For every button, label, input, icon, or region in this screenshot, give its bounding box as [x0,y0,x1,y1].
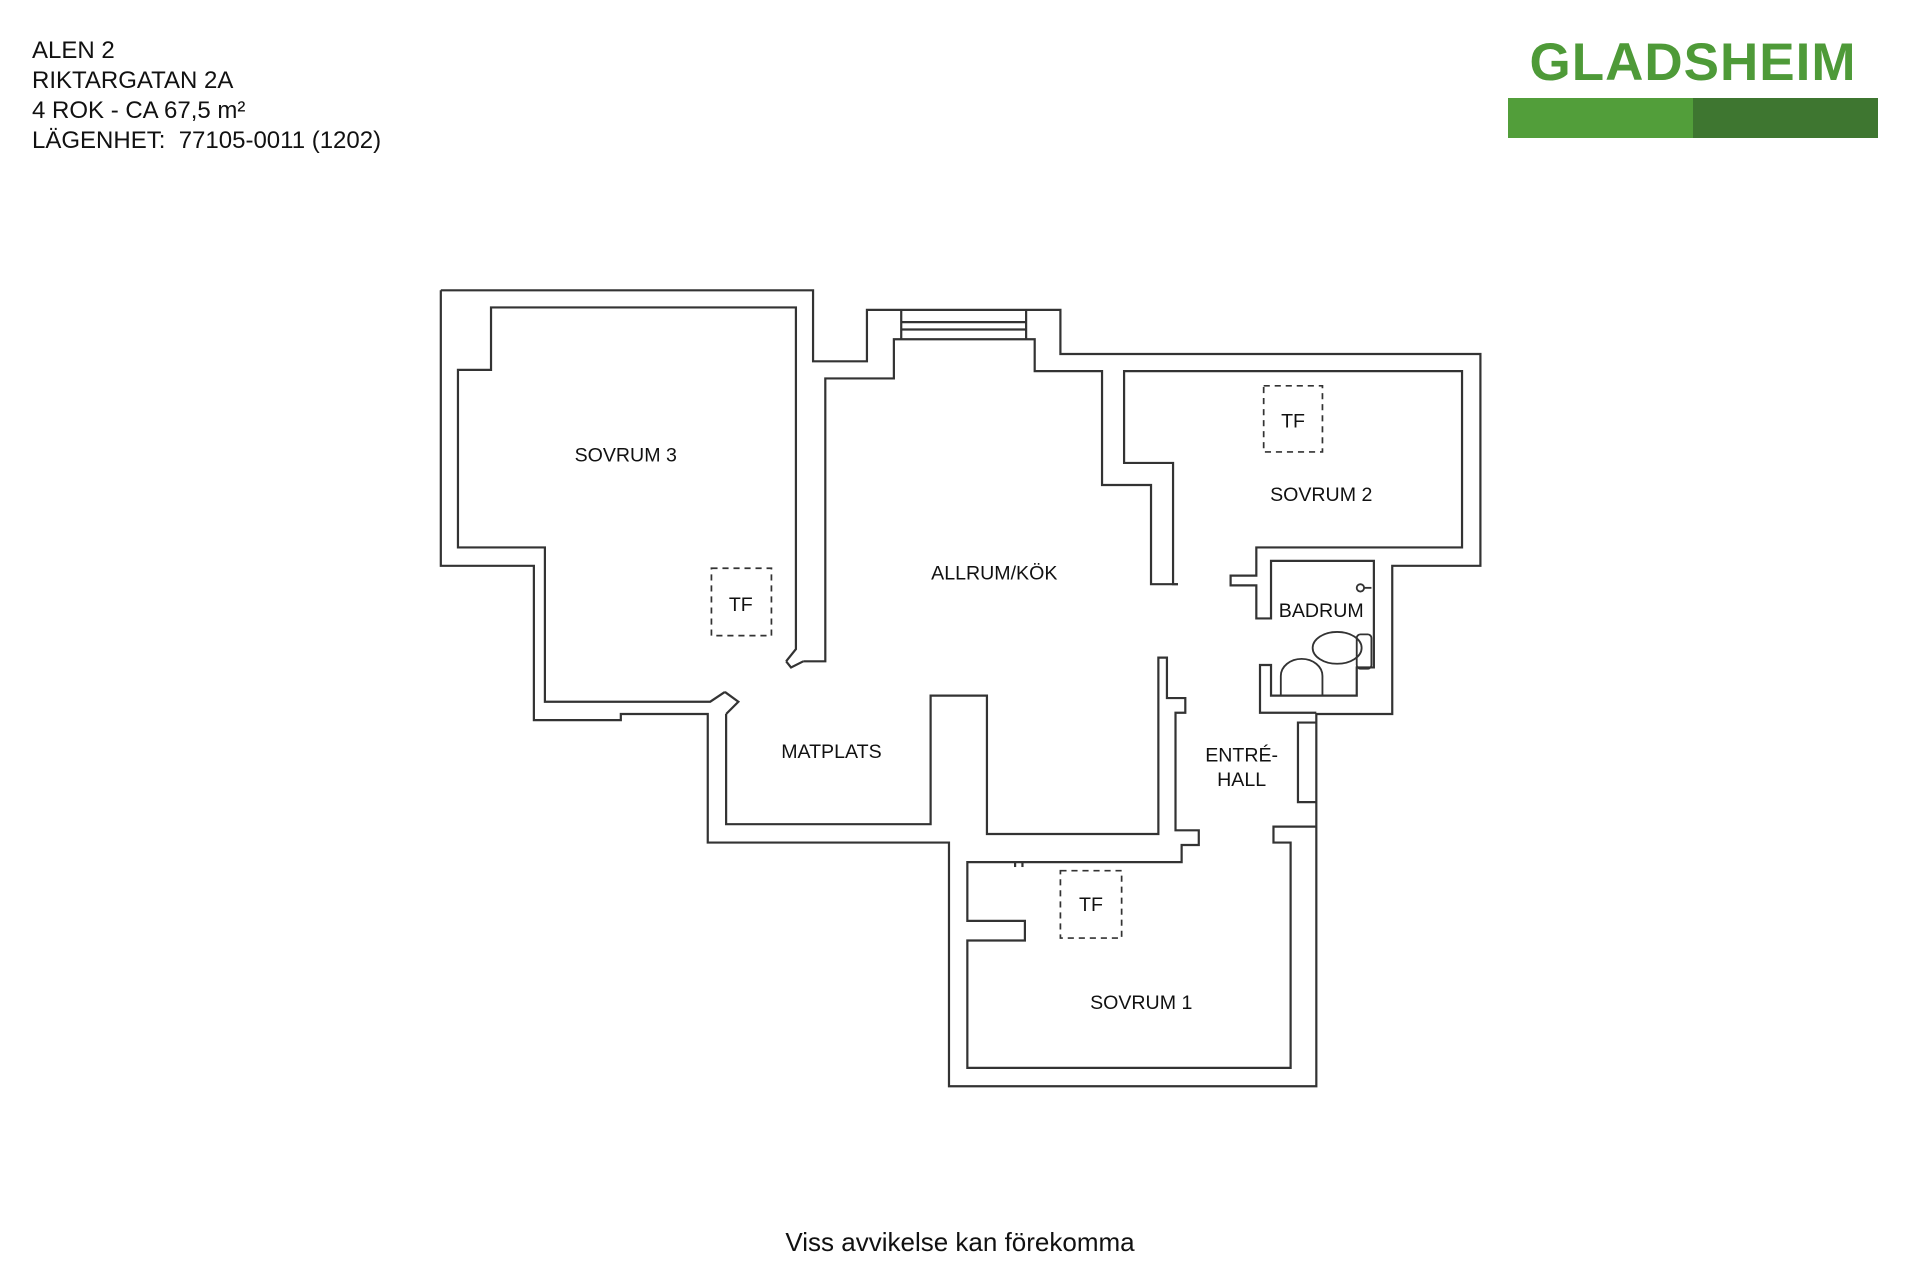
tf-box-sovrum3 [710,567,773,637]
logo-bar [1508,98,1878,138]
door-jamb [785,660,804,669]
room-label-entre: ENTRÉ- [1205,744,1278,767]
bathroom-fixtures [1279,583,1373,696]
apartment-number: LÄGENHET: 77105-0011 (1202) [32,127,382,154]
outer-wall [439,289,1482,1088]
logo-text: GLADSHEIM [1529,33,1857,92]
door-jamb [724,691,741,715]
sovrum2-inner-wall [1122,370,1464,714]
room-label-sovrum1: SOVRUM 1 [1090,992,1192,1014]
tf-boxes [710,384,1324,939]
entre-wall [1296,721,1317,804]
walls [439,289,1482,1088]
shower-icon [1355,583,1366,593]
apartment-info: ALEN 2 RIKTARGATAN 2A 4 ROK - CA 67,5 m²… [32,36,381,156]
room-label-sovrum2: SOVRUM 2 [1270,484,1372,506]
property-name: ALEN 2 [32,37,115,64]
tf-label: TF [1281,410,1305,432]
apartment-size: 4 ROK - CA 67,5 m² [32,97,246,124]
sink-icon [1279,657,1324,696]
room-label-allrum: ALLRUM/KÖK [931,562,1057,584]
allrum-inner-wall [803,338,1178,663]
room-label-badrum: BADRUM [1279,600,1364,622]
room-label-matplats: MATPLATS [781,741,881,763]
disclaimer: Viss avvikelse kan förekomma [785,1227,1135,1257]
street-address: RIKTARGATAN 2A [32,67,234,94]
gladsheim-logo: GLADSHEIM [1508,34,1878,138]
tf-label: TF [1079,894,1103,916]
tf-label: TF [729,594,753,616]
toilet-icon [1311,631,1363,665]
tf-box-sovrum1 [1059,869,1123,939]
tf-box-sovrum2 [1262,384,1324,453]
toilet-tank-icon [1355,633,1373,670]
sovrum1-inner-wall [725,656,1317,1069]
sovrum3-inner-wall [456,306,798,703]
room-label-hall: HALL [1217,769,1266,791]
room-label-sovrum3: SOVRUM 3 [575,445,677,467]
